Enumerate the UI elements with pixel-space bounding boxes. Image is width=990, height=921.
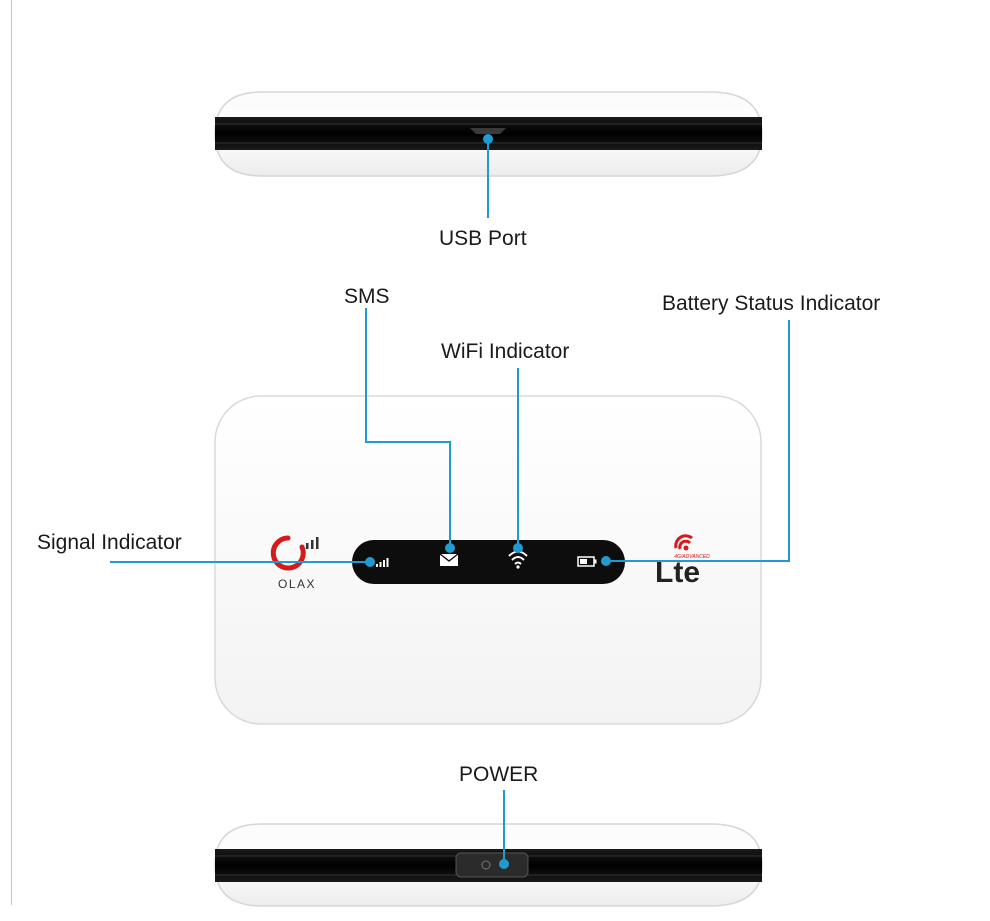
battery-callout-dot [601, 556, 611, 566]
lte-logo-subtext: 4G/ADVANCED [674, 554, 710, 560]
olax-logo: OLAX [270, 535, 319, 591]
sms-label: SMS [344, 285, 390, 308]
signal-callout-dot [365, 557, 375, 567]
olax-logo-text: OLAX [278, 577, 316, 591]
bottom-side-view [214, 823, 763, 907]
front-view: OLAX [214, 395, 762, 725]
signal-bars-icon [376, 558, 389, 567]
power-symbol-icon [481, 860, 491, 870]
battery-callout-line [606, 320, 790, 562]
callout-lines [110, 140, 790, 864]
sms-callout-line [365, 308, 451, 548]
wifi-icon [508, 550, 528, 569]
page-edge-line [11, 0, 12, 905]
sms-callout-dot [445, 543, 455, 553]
wifi-indicator-label: WiFi Indicator [441, 340, 570, 363]
signal-indicator-label: Signal Indicator [37, 531, 182, 554]
wifi-callout-dot [513, 543, 523, 553]
olax-logo-bar [316, 537, 319, 549]
olax-logo-ring [270, 535, 306, 571]
usb-port-label: USB Port [439, 227, 527, 250]
olax-logo-bar [306, 543, 309, 549]
top-side-view [214, 91, 763, 177]
envelope-icon [439, 553, 459, 566]
usb-port-slot [470, 128, 506, 134]
olax-logo-bar [311, 540, 314, 549]
power-label: POWER [459, 763, 539, 786]
battery-icon [577, 556, 597, 567]
indicator-panel [352, 540, 625, 584]
callout-endpoints [365, 134, 611, 869]
power-callout-dot [499, 859, 509, 869]
power-button [455, 852, 529, 878]
usb-port-callout-dot [483, 134, 493, 144]
battery-status-indicator-label: Battery Status Indicator [662, 292, 881, 315]
